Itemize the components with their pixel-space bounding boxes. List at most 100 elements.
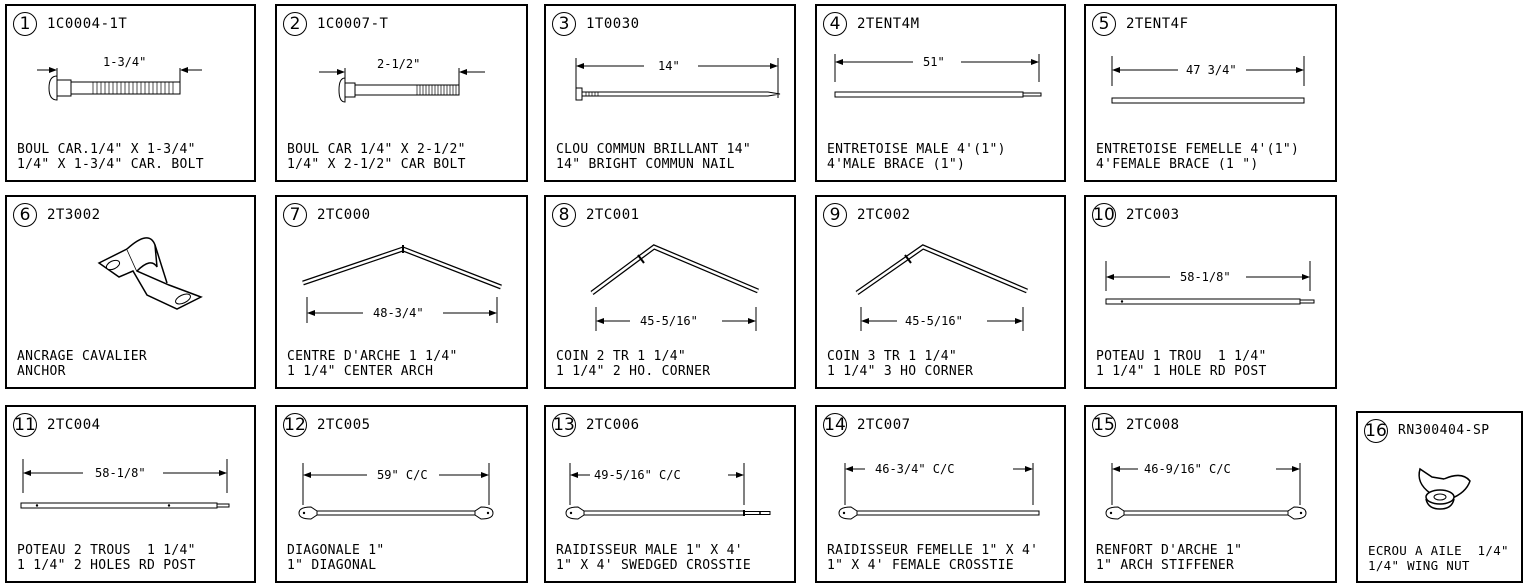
part-code: 1C0007-T bbox=[317, 16, 389, 32]
part-number-badge: 4 bbox=[823, 12, 847, 36]
desc-fr: BOUL CAR.1/4" X 1-3/4" bbox=[17, 142, 196, 157]
corner-3-hole-drawing: 45-5/16" bbox=[855, 244, 1028, 331]
part-number-badge: 9 bbox=[823, 203, 847, 227]
dimension-label: 47 3/4" bbox=[1186, 63, 1237, 77]
dimension-label: 45-5/16" bbox=[905, 314, 963, 328]
dimension-label: 2-1/2" bbox=[377, 57, 420, 71]
part-card-15: 15 2TC008 46-9/16" C/C RENFORT D'ARCHE 1… bbox=[1084, 405, 1337, 583]
part-number-badge: 2 bbox=[283, 12, 307, 36]
part-card-9: 9 2TC002 45-5/16" COIN 3 TR 1 1/4" 1 1/4… bbox=[815, 195, 1066, 389]
part-card-10: 10 2TC003 58-1/8" POTEAU 1 TROU 1 1/4" 1… bbox=[1084, 195, 1337, 389]
part-description: BOUL CAR.1/4" X 1-3/4" 1/4" X 1-3/4" CAR… bbox=[17, 142, 204, 172]
part-code: 2TC006 bbox=[586, 417, 640, 433]
desc-en: 14" BRIGHT COMMUN NAIL bbox=[556, 157, 735, 172]
part-number-badge: 7 bbox=[283, 203, 307, 227]
desc-fr: BOUL CAR 1/4" X 2-1/2" bbox=[287, 142, 466, 157]
desc-en: 1 1/4" 2 HOLES RD POST bbox=[17, 558, 196, 573]
part-description: ENTRETOISE MALE 4'(1") 4'MALE BRACE (1") bbox=[827, 142, 1006, 172]
female-crosstie-drawing: 46-3/4" C/C bbox=[838, 462, 1040, 520]
dimension-label: 14" bbox=[658, 59, 680, 73]
part-description: BOUL CAR 1/4" X 2-1/2" 1/4" X 2-1/2" CAR… bbox=[287, 142, 466, 172]
part-description: ANCRAGE CAVALIER ANCHOR bbox=[17, 349, 147, 379]
desc-en: 4'FEMALE BRACE (1 ") bbox=[1096, 157, 1259, 172]
desc-fr: COIN 2 TR 1 1/4" bbox=[556, 349, 687, 364]
part-card-1: 1 1C0004-1T 1-3/4" BOUL CAR.1/4" X 1-3/4… bbox=[5, 4, 256, 182]
desc-en: 1" ARCH STIFFENER bbox=[1096, 558, 1235, 573]
part-description: POTEAU 2 TROUS 1 1/4" 1 1/4" 2 HOLES RD … bbox=[17, 543, 196, 573]
dimension-label: 46-9/16" C/C bbox=[1144, 462, 1231, 476]
part-code: 2T3002 bbox=[47, 207, 101, 223]
part-description: COIN 3 TR 1 1/4" 1 1/4" 3 HO CORNER bbox=[827, 349, 973, 379]
desc-en: 1" X 4' SWEDGED CROSSTIE bbox=[556, 558, 752, 573]
part-description: COIN 2 TR 1 1/4" 1 1/4" 2 HO. CORNER bbox=[556, 349, 710, 379]
part-number-badge: 5 bbox=[1092, 12, 1116, 36]
part-card-2: 2 1C0007-T 2-1/2" BOUL CAR 1/4" X 2-1/2"… bbox=[275, 4, 528, 182]
desc-en: 1/4" X 1-3/4" CAR. BOLT bbox=[17, 157, 204, 172]
desc-fr: COIN 3 TR 1 1/4" bbox=[827, 349, 958, 364]
part-number-badge: 1 bbox=[13, 12, 37, 36]
desc-en: 1/4" X 2-1/2" CAR BOLT bbox=[287, 157, 466, 172]
part-number-badge: 16 bbox=[1364, 419, 1388, 443]
desc-fr: ENTRETOISE FEMELLE 4'(1") bbox=[1096, 142, 1300, 157]
part-card-3: 3 1T0030 14" CLOU COMMUN BRILLANT 14" 14… bbox=[544, 4, 796, 182]
part-code: 2TC005 bbox=[317, 417, 371, 433]
dimension-label: 59" C/C bbox=[377, 468, 428, 482]
wing-nut-drawing bbox=[1418, 467, 1471, 510]
desc-fr: RENFORT D'ARCHE 1" bbox=[1096, 543, 1243, 558]
arch-stiffener-drawing: 46-9/16" C/C bbox=[1105, 462, 1307, 520]
desc-fr: RAIDISSEUR MALE 1" X 4' bbox=[556, 543, 743, 558]
part-card-16: 16 RN300404-SP ECROU A AILE 1/4" 1/4" WI… bbox=[1356, 411, 1523, 583]
desc-en: 1 1/4" 1 HOLE RD POST bbox=[1096, 364, 1267, 379]
part-code: 2TC004 bbox=[47, 417, 101, 433]
desc-fr: ENTRETOISE MALE 4'(1") bbox=[827, 142, 1006, 157]
2-hole-post-drawing: 58-1/8" bbox=[20, 459, 230, 509]
center-arch-drawing: 48-3/4" bbox=[302, 245, 502, 323]
male-brace-drawing: 51" bbox=[834, 54, 1042, 98]
part-description: DIAGONALE 1" 1" DIAGONAL bbox=[287, 543, 385, 573]
part-number-badge: 12 bbox=[283, 413, 307, 437]
part-description: RAIDISSEUR FEMELLE 1" X 4' 1" X 4' FEMAL… bbox=[827, 543, 1038, 573]
part-number-badge: 3 bbox=[552, 12, 576, 36]
part-card-8: 8 2TC001 45-5/16" COIN 2 TR 1 1/4" 1 1/4… bbox=[544, 195, 796, 389]
desc-fr: RAIDISSEUR FEMELLE 1" X 4' bbox=[827, 543, 1039, 558]
carriage-bolt-drawing: 2-1/2" bbox=[319, 57, 485, 103]
desc-fr: CENTRE D'ARCHE 1 1/4" bbox=[287, 349, 458, 364]
dimension-label: 58-1/8" bbox=[95, 466, 146, 480]
part-card-12: 12 2TC005 59" C/C DIAGONALE 1" 1" DIAGON… bbox=[275, 405, 528, 583]
desc-en: 4'MALE BRACE (1") bbox=[827, 157, 966, 172]
diagonal-drawing: 59" C/C bbox=[298, 463, 494, 520]
part-code: 2TC002 bbox=[857, 207, 911, 223]
part-number-badge: 11 bbox=[13, 413, 37, 437]
desc-en: 1" X 4' FEMALE CROSSTIE bbox=[827, 558, 1014, 573]
part-code: 2TENT4M bbox=[857, 16, 920, 32]
desc-en: 1 1/4" 3 HO CORNER bbox=[827, 364, 974, 379]
part-code: 2TENT4F bbox=[1126, 16, 1189, 32]
desc-fr: CLOU COMMUN BRILLANT 14" bbox=[556, 142, 752, 157]
desc-en: ANCHOR bbox=[17, 364, 66, 379]
dimension-label: 51" bbox=[923, 55, 945, 69]
part-description: RAIDISSEUR MALE 1" X 4' 1" X 4' SWEDGED … bbox=[556, 543, 751, 573]
desc-fr: ANCRAGE CAVALIER bbox=[17, 349, 148, 364]
part-card-6: 6 2T3002 ANCRAGE CAVALIER ANCHOR bbox=[5, 195, 256, 389]
part-description: CENTRE D'ARCHE 1 1/4" 1 1/4" CENTER ARCH bbox=[287, 349, 458, 379]
part-number-badge: 15 bbox=[1092, 413, 1116, 437]
part-card-5: 5 2TENT4F 47 3/4" ENTRETOISE FEMELLE 4'(… bbox=[1084, 4, 1337, 182]
anchor-drawing bbox=[97, 237, 203, 310]
dimension-label: 48-3/4" bbox=[373, 306, 424, 320]
part-description: ENTRETOISE FEMELLE 4'(1") 4'FEMALE BRACE… bbox=[1096, 142, 1299, 172]
part-number-badge: 6 bbox=[13, 203, 37, 227]
dimension-label: 1-3/4" bbox=[103, 55, 146, 69]
part-card-14: 14 2TC007 46-3/4" C/C RAIDISSEUR FEMELLE… bbox=[815, 405, 1066, 583]
part-description: ECROU A AILE 1/4" 1/4" WING NUT bbox=[1368, 543, 1509, 573]
part-code: 2TC001 bbox=[586, 207, 640, 223]
part-card-7: 7 2TC000 48-3/4" CENTRE D'ARCHE 1 1/4" 1… bbox=[275, 195, 528, 389]
part-number-badge: 13 bbox=[552, 413, 576, 437]
part-card-13: 13 2TC006 49-5/16" C/C RAIDISSEUR MALE 1… bbox=[544, 405, 796, 583]
desc-fr: ECROU A AILE 1/4" bbox=[1368, 543, 1509, 558]
desc-en: 1 1/4" CENTER ARCH bbox=[287, 364, 434, 379]
1-hole-post-drawing: 58-1/8" bbox=[1105, 261, 1315, 305]
dimension-label: 58-1/8" bbox=[1180, 270, 1231, 284]
nail-drawing: 14" bbox=[575, 58, 781, 101]
swedged-crosstie-drawing: 49-5/16" C/C bbox=[565, 463, 771, 520]
part-card-4: 4 2TENT4M 51" ENTRETOISE MALE 4'(1") 4'M… bbox=[815, 4, 1066, 182]
